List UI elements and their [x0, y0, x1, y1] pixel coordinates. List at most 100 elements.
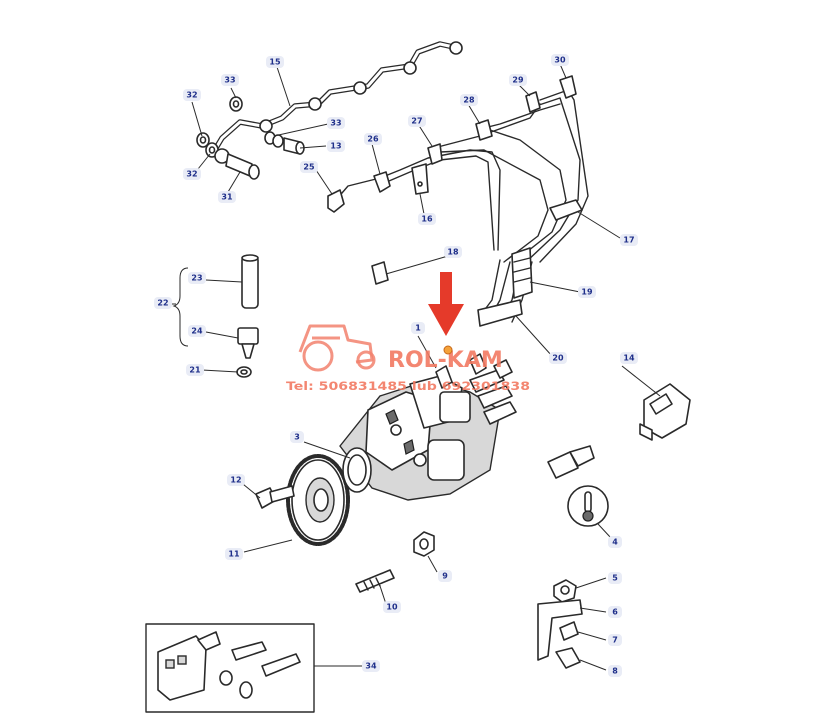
red-arrow-icon [428, 272, 464, 336]
stud-10 [355, 569, 395, 593]
connector-29 [525, 91, 541, 113]
banjo-bolt-13 [283, 137, 305, 155]
callout-16: 16 [418, 213, 436, 225]
bolt-12 [255, 485, 295, 509]
connector-kit-34 [145, 623, 315, 713]
callout-10: 10 [383, 601, 401, 613]
callout-25: 25 [300, 161, 318, 173]
connector-30 [559, 75, 577, 99]
svg-text:20: 20 [552, 354, 564, 363]
svg-text:13: 13 [330, 142, 341, 151]
callout-26: 26 [364, 133, 382, 145]
svg-text:7: 7 [612, 636, 618, 645]
svg-text:14: 14 [623, 354, 635, 363]
svg-text:34: 34 [365, 662, 377, 671]
svg-text:33: 33 [330, 119, 341, 128]
connector-27 [427, 143, 443, 165]
svg-text:33: 33 [224, 76, 235, 85]
nut-9 [413, 531, 435, 557]
watermark-phone: Tel: 506831485 lub 692301838 [286, 379, 530, 393]
callout-5: 5 [608, 572, 622, 584]
banjo-bolt-31 [214, 148, 260, 180]
callout-12: 12 [227, 474, 245, 486]
svg-text:32: 32 [186, 91, 197, 100]
svg-text:12: 12 [230, 476, 241, 485]
connector-28 [475, 119, 493, 141]
callout-23: 23 [188, 272, 206, 284]
callout-1: 1 [411, 322, 425, 334]
callout-15: 15 [266, 56, 284, 68]
bolt-8 [555, 647, 581, 669]
callouts: 1 3 4 5 6 7 8 9 10 11 12 13 14 15 16 17 … [154, 54, 638, 677]
highlight-point [443, 345, 453, 355]
svg-text:4: 4 [612, 538, 618, 547]
nozzle-24 [237, 327, 259, 359]
callout-30: 30 [551, 54, 569, 66]
washer-21 [236, 366, 252, 378]
delivery-valves [435, 353, 517, 425]
nozzle-holder-23 [241, 254, 259, 309]
svg-text:10: 10 [386, 603, 398, 612]
svg-text:32: 32 [186, 170, 197, 179]
clip-20 [477, 299, 523, 327]
clip-17 [549, 199, 583, 221]
svg-text:25: 25 [303, 163, 315, 172]
callout-7: 7 [608, 634, 622, 646]
svg-text:22: 22 [157, 299, 168, 308]
callout-28: 28 [460, 94, 478, 106]
callout-27: 27 [408, 115, 426, 127]
injector-pipe-15 [213, 41, 463, 151]
callout-21: 21 [186, 364, 204, 376]
injection-pump [339, 375, 501, 501]
callout-4: 4 [608, 536, 622, 548]
svg-text:8: 8 [612, 667, 618, 676]
svg-text:18: 18 [447, 248, 459, 257]
svg-text:6: 6 [612, 608, 618, 617]
brace-22 [172, 267, 189, 347]
callout-11: 11 [225, 548, 243, 560]
temp-sender-4 [547, 445, 609, 527]
callout-8: 8 [608, 665, 622, 677]
svg-text:15: 15 [269, 58, 281, 67]
svg-text:26: 26 [367, 135, 379, 144]
callout-22: 22 [154, 297, 172, 309]
callout-33-top: 33 [221, 74, 239, 86]
callout-18: 18 [444, 246, 462, 258]
leak-off-pipes [335, 89, 589, 323]
svg-text:29: 29 [512, 76, 524, 85]
svg-text:28: 28 [463, 96, 475, 105]
drive-gear-11 [286, 454, 350, 546]
svg-text:17: 17 [623, 236, 634, 245]
callout-32-bottom: 32 [183, 168, 201, 180]
callout-29: 29 [509, 74, 527, 86]
sleeve-18 [371, 261, 389, 285]
callout-9: 9 [438, 570, 452, 582]
callout-24: 24 [188, 325, 206, 337]
callout-17: 17 [620, 234, 638, 246]
bracket-6 [537, 599, 583, 661]
callout-6: 6 [608, 606, 622, 618]
svg-text:24: 24 [191, 327, 203, 336]
callout-34: 34 [362, 660, 380, 672]
bracket-16 [411, 163, 429, 195]
tractor-logo-icon [298, 324, 376, 372]
svg-text:31: 31 [221, 193, 233, 202]
callout-20: 20 [549, 352, 567, 364]
svg-text:3: 3 [294, 433, 300, 442]
callout-3: 3 [290, 431, 304, 443]
callout-32-top: 32 [183, 89, 201, 101]
callout-19: 19 [578, 286, 596, 298]
svg-text:5: 5 [612, 574, 618, 583]
watermark: ROL-KAM Tel: 506831485 lub 692301838 [286, 324, 530, 393]
svg-text:27: 27 [411, 117, 422, 126]
bolt-7 [559, 621, 579, 641]
callout-31: 31 [218, 191, 236, 203]
washer-33-mid [264, 131, 284, 148]
stop-solenoid-14 [639, 383, 691, 441]
svg-text:16: 16 [421, 215, 433, 224]
svg-text:9: 9 [442, 572, 448, 581]
svg-text:30: 30 [554, 56, 566, 65]
connector-26 [373, 171, 391, 193]
callout-13: 13 [327, 140, 345, 152]
